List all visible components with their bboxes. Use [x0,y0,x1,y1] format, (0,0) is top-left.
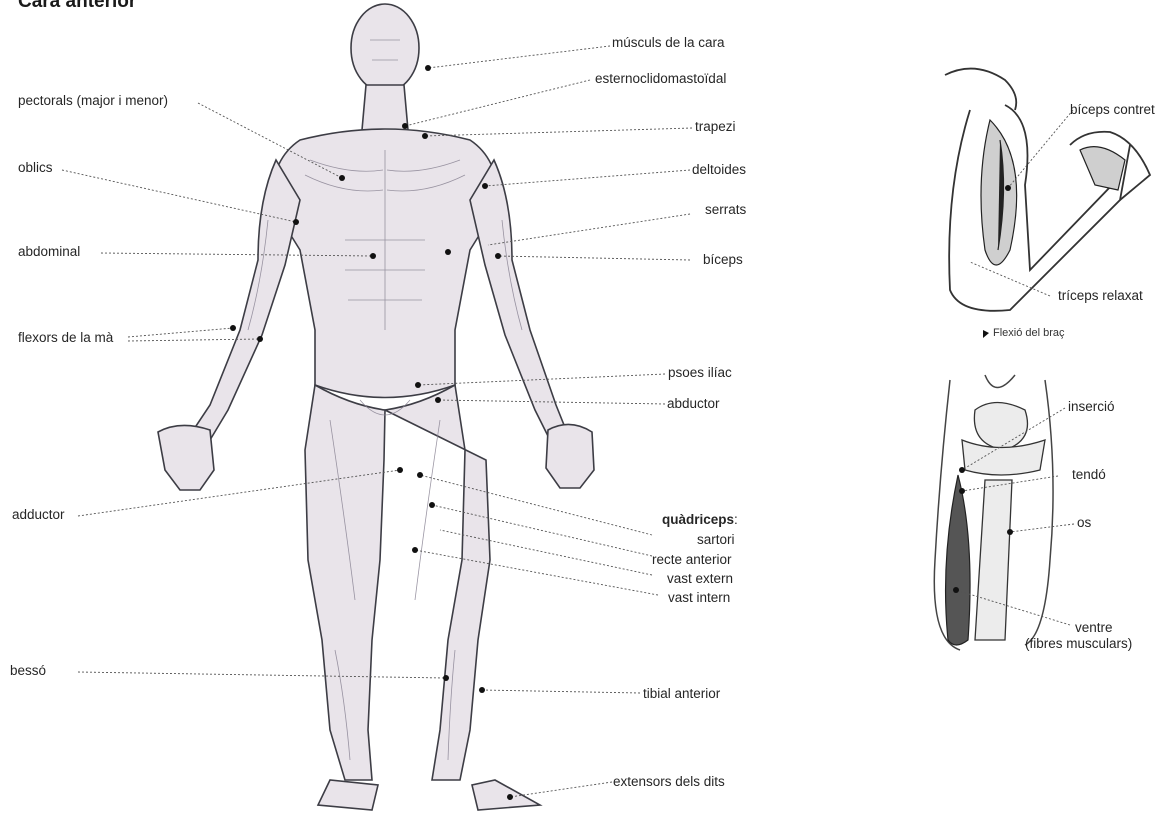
label-flexors: flexors de la mà [18,330,113,346]
caption-flexio-braç: Flexió del braç [993,327,1065,339]
label-os: os [1077,515,1091,531]
label-vast-extern: vast extern [667,571,733,587]
label-abdominal: abdominal [18,244,80,260]
label-biceps-contret: bíceps contret [1070,102,1155,118]
label-besso: bessó [10,663,46,679]
label-quadriceps-colon: : [734,512,738,527]
label-musculs-cara: músculs de la cara [612,35,725,51]
page-title: Cara anterior [18,0,136,13]
label-extensors-dits: extensors dels dits [613,774,725,790]
label-tendo: tendó [1072,467,1106,483]
label-sartori: sartori [697,532,735,548]
label-quadriceps-heading: quàdriceps [662,512,734,527]
label-adductor: adductor [12,507,65,523]
label-tibial-anterior: tibial anterior [643,686,720,702]
label-trapezi: trapezi [695,119,736,135]
label-vast-intern: vast intern [668,590,730,606]
label-ventre: ventre [1075,620,1113,636]
label-esternoclidomastoidal: esternoclidomastoïdal [595,71,726,87]
label-oblics: oblics [18,160,53,176]
label-insercio: inserció [1068,399,1115,415]
label-fibres-musculars: (fibres musculars) [1025,636,1132,652]
label-pectorals: pectorals (major i menor) [18,93,168,109]
label-recte-anterior: recte anterior [652,552,732,568]
label-quadriceps: quàdriceps: [662,512,738,528]
label-psoes-iliac: psoes ilíac [668,365,732,381]
label-triceps-relaxat: tríceps relaxat [1058,288,1143,304]
label-deltoides: deltoides [692,162,746,178]
label-serrats: serrats [705,202,746,218]
label-biceps: bíceps [703,252,743,268]
label-abductor: abductor [667,396,720,412]
